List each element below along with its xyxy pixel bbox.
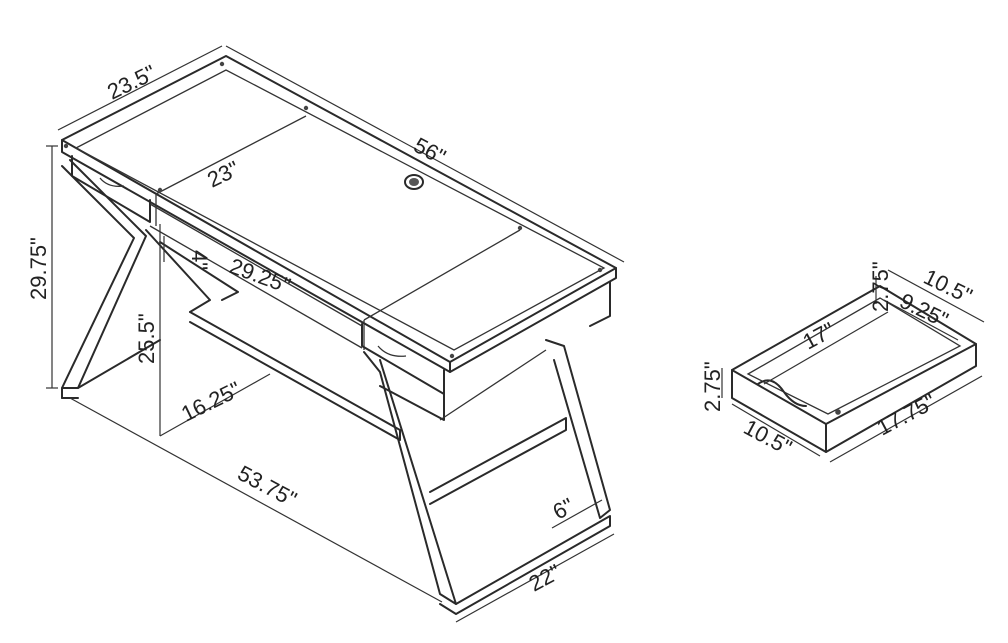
desk-top-front-edge — [61, 139, 451, 373]
corner-screw — [219, 61, 225, 67]
desk-drawing: 23.5" 56" 23" 4" 29.25" 29.75" 25.5" 16.… — [26, 45, 625, 623]
right-foot-rail — [439, 515, 611, 615]
label-drawer-height: 2.75" — [700, 361, 725, 412]
dim-line-drawer-inner-length — [763, 311, 889, 385]
corner-screw — [517, 225, 523, 231]
label-drawer-inner-height: 2.75" — [868, 261, 893, 312]
left-drawer-front — [71, 155, 151, 223]
left-leg-front — [61, 159, 147, 389]
left-leg-rear — [159, 241, 239, 301]
label-desk-leg-depth: 16.25" — [177, 376, 244, 426]
drawer-inner-rim — [746, 297, 962, 415]
dim-line-drawer-length — [829, 375, 983, 463]
right-drawer-side — [379, 385, 445, 421]
drawer-screw — [835, 409, 841, 415]
label-desk-width-depth: 23.5" — [103, 60, 159, 105]
right-drawer-front — [361, 323, 445, 395]
drawer-drawing: 10.5" 2.75" 9.25" 17" 2.75" 10.5" 17.75" — [700, 261, 985, 463]
lower-stretcher — [189, 311, 401, 441]
label-desk-drawer-height: 4" — [187, 250, 212, 270]
right-compartment-divider — [363, 229, 521, 321]
right-side-apron — [589, 281, 611, 327]
dim-line-drawer-inner-width — [883, 299, 959, 341]
label-desk-knee-height: 25.5" — [134, 313, 159, 364]
dim-line-leg-depth — [159, 373, 271, 437]
drawer-front-face — [731, 369, 827, 453]
front-apron-lower — [149, 225, 363, 349]
dim-line-length — [225, 45, 625, 263]
dim-line-drawer-front-width — [731, 403, 821, 457]
label-desk-inner-depth: 23" — [203, 156, 243, 193]
right-leg-rear — [545, 339, 611, 519]
drawer-handle-cutout — [757, 379, 807, 407]
cable-grommet-hole — [409, 178, 419, 186]
corner-screw — [63, 143, 69, 149]
desk-glass-panel — [74, 69, 606, 351]
label-drawer-front-width: 10.5" — [740, 414, 796, 460]
label-desk-foot-width: 6" — [549, 493, 578, 524]
label-drawer-length: 17.75" — [873, 389, 940, 441]
corner-screw — [597, 267, 603, 273]
left-compartment-divider — [155, 115, 307, 195]
right-leg-inner — [439, 349, 547, 421]
label-desk-height: 29.75" — [26, 237, 51, 300]
corner-screw — [157, 187, 163, 193]
corner-screw — [449, 353, 455, 359]
dim-line-foot-depth — [455, 533, 615, 623]
left-foot-rail — [77, 339, 161, 389]
right-leg-front — [363, 351, 457, 605]
corner-screw — [303, 105, 309, 111]
front-apron — [149, 203, 363, 327]
right-leg-crossbar — [429, 417, 567, 505]
label-drawer-inner-length: 17" — [799, 317, 839, 354]
desk-top-right-edge — [449, 267, 617, 373]
dim-line-base-length — [69, 397, 443, 603]
right-drawer-handle — [377, 345, 407, 357]
label-desk-base-length: 53.75" — [234, 460, 301, 512]
left-leg-back-strut — [145, 229, 211, 313]
dim-line-drawer-width — [887, 269, 985, 323]
left-drawer-handle — [99, 177, 125, 187]
dim-line-width-depth — [57, 45, 223, 131]
drawer-right-face — [825, 343, 977, 453]
cable-grommet — [404, 174, 424, 190]
dim-line-foot-width — [551, 499, 603, 529]
